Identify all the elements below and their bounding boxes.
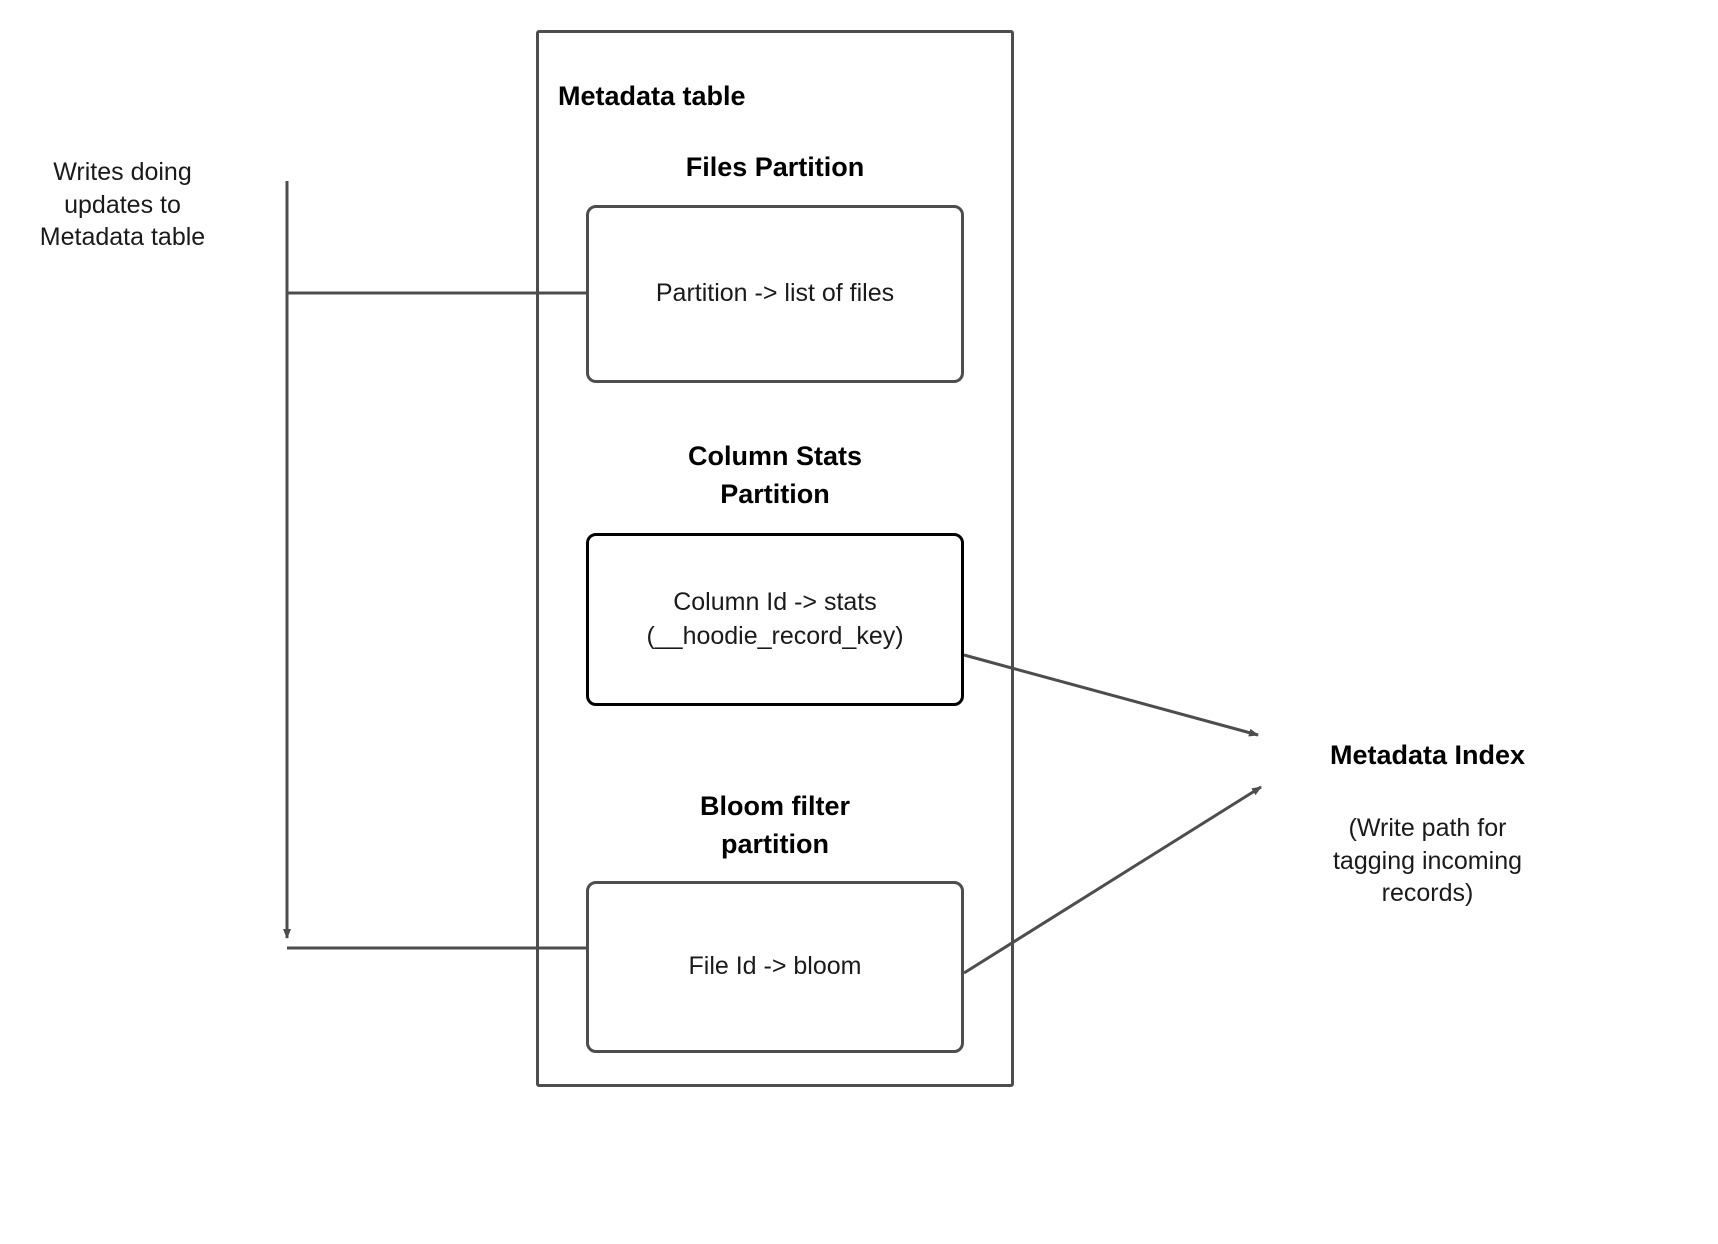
- bloom-filter-partition-box-text: File Id -> bloom: [688, 952, 862, 981]
- column-stats-partition-heading: Column Stats Partition: [687, 441, 862, 510]
- metadata-table-title: Metadata table: [558, 81, 746, 111]
- bloom-filter-partition-box: File Id -> bloom: [586, 881, 964, 1053]
- metadata-index-note: (Write path for tagging incoming records…: [1332, 814, 1522, 907]
- files-partition-heading: Files Partition: [685, 152, 865, 182]
- column-stats-partition-box-text: Column Id -> stats (__hoodie_record_key): [646, 587, 904, 650]
- metadata-index-title: Metadata Index: [1329, 740, 1526, 770]
- column-stats-partition-box: Column Id -> stats (__hoodie_record_key): [586, 533, 964, 706]
- files-partition-box: Partition -> list of files: [586, 205, 964, 383]
- metadata-table-container: [536, 30, 1014, 1087]
- bloom-filter-partition-heading: Bloom filter partition: [699, 791, 850, 860]
- writes-label: Writes doing updates to Metadata table: [39, 158, 206, 251]
- files-partition-box-text: Partition -> list of files: [655, 279, 895, 308]
